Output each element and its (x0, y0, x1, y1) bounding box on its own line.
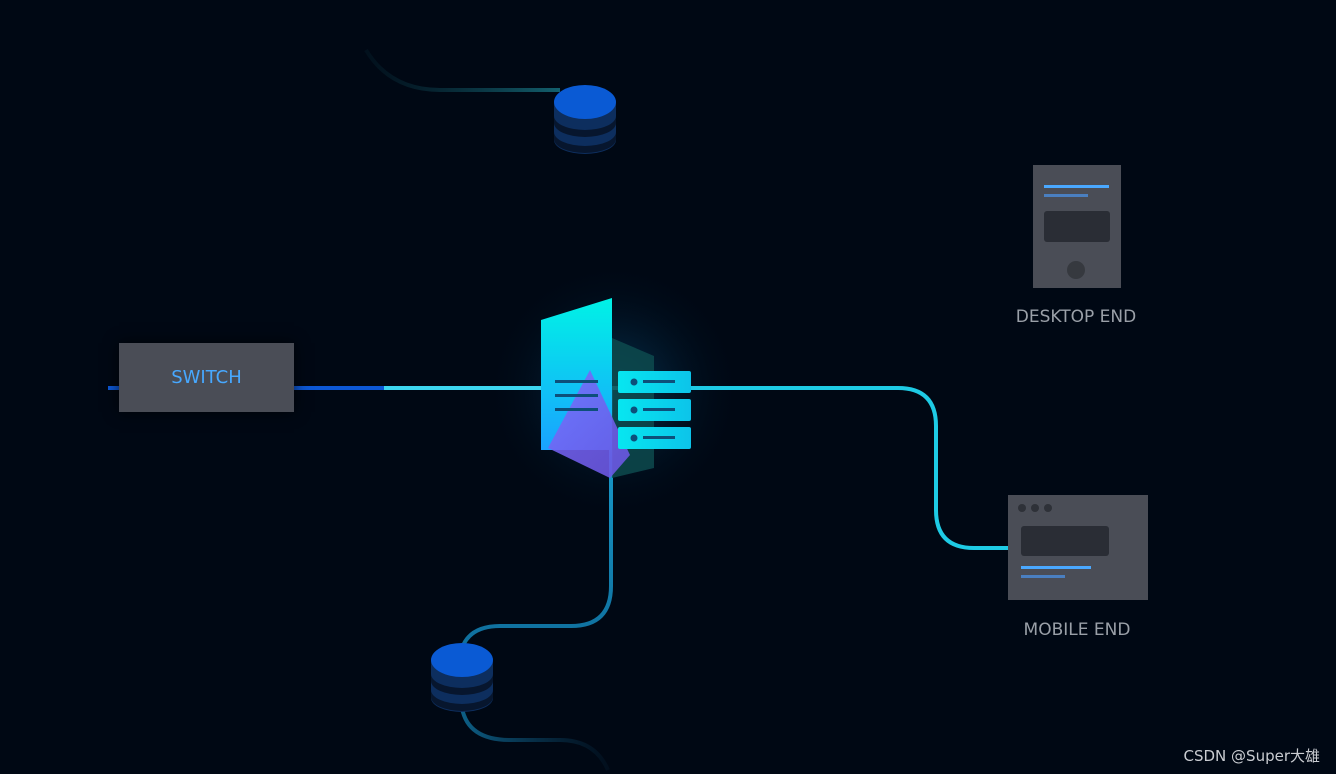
mobile-device-icon (1008, 495, 1148, 600)
switch-label: SWITCH (171, 367, 242, 388)
database-bottom-icon (431, 643, 493, 712)
link-server-mobile (690, 386, 1010, 550)
desktop-device-icon (1033, 165, 1121, 288)
database-top-icon (554, 85, 616, 154)
link-server-db-bottom (460, 390, 613, 649)
desktop-end-label: DESKTOP END (1015, 307, 1137, 327)
mobile-end-label: MOBILE END (1023, 620, 1131, 640)
switch-node: SWITCH (119, 343, 294, 412)
watermark: CSDN @Super大雄 (1183, 747, 1320, 765)
link-db-top-tail (364, 48, 560, 92)
server-icon (541, 298, 691, 478)
link-db-bottom-tail (460, 707, 610, 771)
